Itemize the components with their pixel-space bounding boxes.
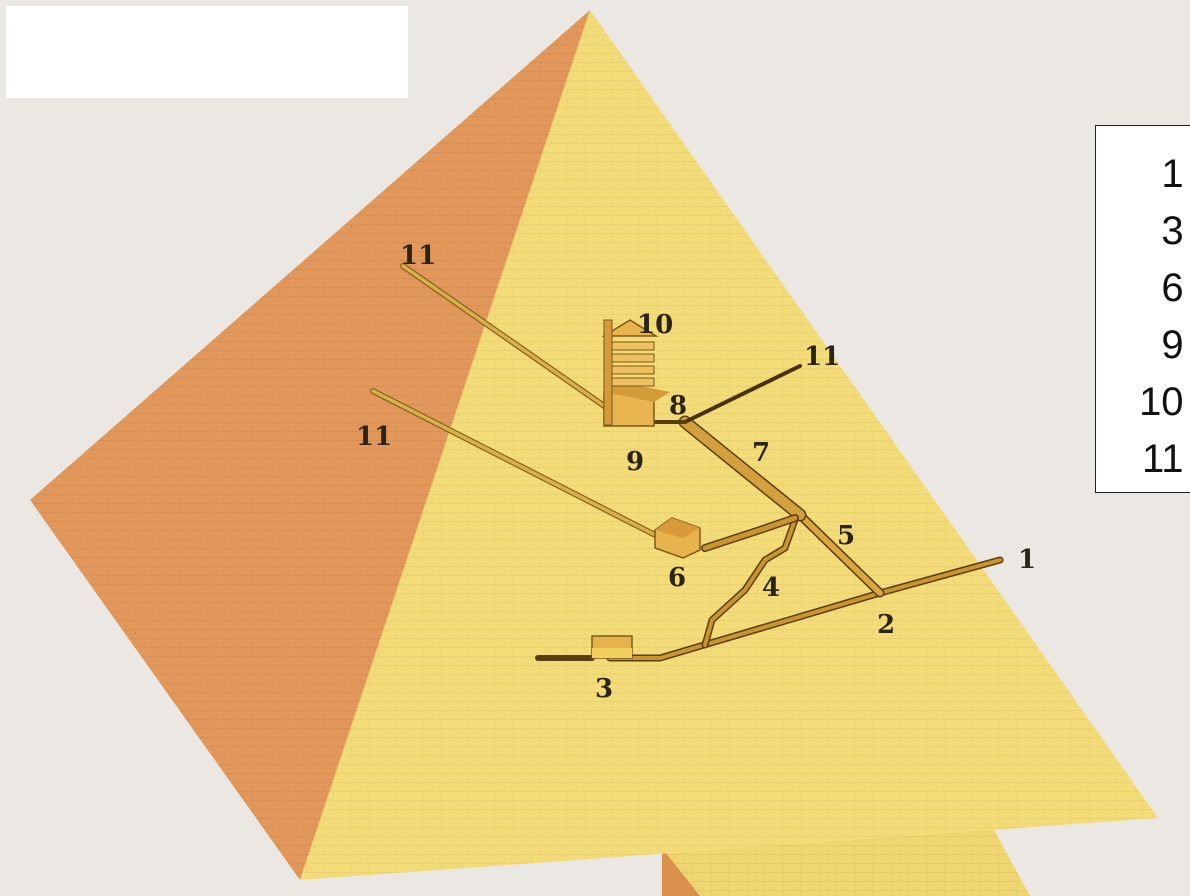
legend-item: 3 - <box>1161 209 1190 253</box>
queens-chamber <box>654 517 701 559</box>
subterranean-chamber <box>591 635 633 659</box>
label-2: 2 <box>877 610 895 640</box>
label-1: 1 <box>1018 545 1036 575</box>
label-11-right: 11 <box>804 342 840 372</box>
passage-system <box>370 263 1004 662</box>
label-11-lower-left: 11 <box>356 422 392 452</box>
legend-box: 1 - 3 - 6 - 9 - 10 - 11 - <box>1095 125 1190 493</box>
label-9: 9 <box>626 447 644 477</box>
label-11-upper-left: 11 <box>400 241 436 271</box>
legend-item: 1 - <box>1161 152 1190 196</box>
kings-chamber <box>601 319 670 427</box>
label-5: 5 <box>837 521 855 551</box>
label-6: 6 <box>668 563 686 593</box>
legend-item: 6 - <box>1161 266 1190 310</box>
label-3: 3 <box>595 674 613 704</box>
label-4: 4 <box>762 573 780 603</box>
legend-item: 9 - <box>1161 323 1190 367</box>
legend-item: 10 - <box>1139 380 1190 424</box>
label-8: 8 <box>669 391 687 421</box>
label-7: 7 <box>752 438 770 468</box>
legend-item: 11 - <box>1142 437 1190 481</box>
label-10: 10 <box>637 310 673 340</box>
blank-overlay <box>6 6 408 98</box>
